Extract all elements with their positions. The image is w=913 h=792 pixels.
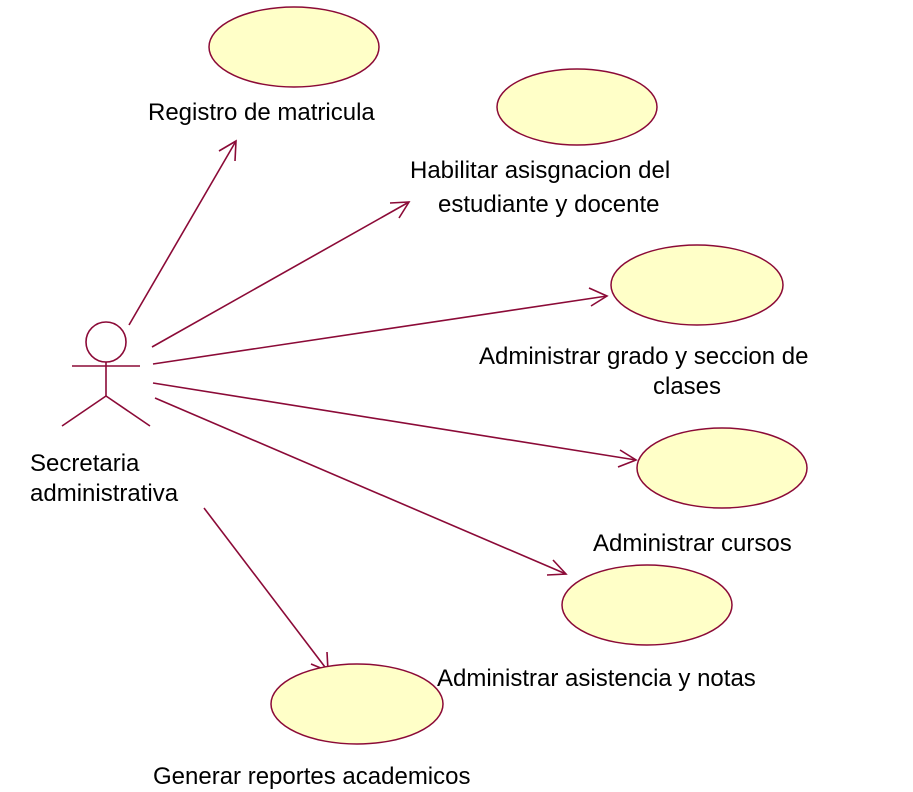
arrow-head-habilitar-asignacion (389, 201, 411, 219)
use-case-administrar-cursos[interactable]: Administrar cursos (593, 427, 808, 557)
use-case-ellipse[interactable] (270, 663, 444, 745)
actor-label-line-2: administrativa (30, 480, 179, 507)
actor-left-leg (61, 395, 107, 427)
actor[interactable]: Secretaria administrativa (30, 321, 179, 507)
association-administrar-cursos (152, 382, 637, 461)
association-generar-reportes (203, 507, 329, 672)
use-case-label: Habilitar asisgnacion del (410, 157, 670, 184)
association-administrar-asistencia (154, 397, 567, 575)
use-case-administrar-asistencia[interactable]: Administrar asistencia y notas (437, 564, 756, 692)
use-case-ellipse[interactable] (208, 6, 380, 88)
arrow-head-administrar-asistencia (546, 559, 568, 576)
use-case-habilitar-asignacion[interactable]: Habilitar asisgnacion del estudiante y d… (410, 68, 670, 218)
actor-right-leg (105, 395, 151, 427)
use-case-label: Administrar asistencia y notas (437, 665, 756, 692)
use-case-label: Administrar cursos (593, 530, 792, 557)
association-registro-matricula (128, 140, 237, 326)
use-case-label: clases (653, 373, 721, 400)
use-case-ellipse[interactable] (561, 564, 733, 646)
use-case-generar-reportes[interactable]: Generar reportes academicos (153, 663, 470, 790)
associations (128, 139, 638, 673)
use-case-label: Administrar grado y seccion de (479, 343, 808, 370)
association-administrar-grado (152, 295, 608, 365)
arrow-head-administrar-cursos (617, 449, 638, 468)
use-case-ellipse[interactable] (636, 427, 808, 509)
actor-head (85, 321, 127, 363)
use-case-ellipse[interactable] (496, 68, 658, 146)
arrow-head-administrar-grado (588, 287, 609, 307)
use-case-label: Registro de matricula (148, 99, 375, 126)
actor-label-line-1: Secretaria (30, 450, 140, 477)
use-case-administrar-grado[interactable]: Administrar grado y seccion de clases (479, 244, 808, 400)
use-case-label: Generar reportes academicos (153, 763, 470, 790)
use-case-registro-matricula[interactable]: Registro de matricula (148, 6, 380, 126)
use-case-ellipse[interactable] (610, 244, 784, 326)
use-case-label: estudiante y docente (438, 191, 660, 218)
association-habilitar-asignacion (151, 201, 410, 348)
arrow-head-registro-matricula (218, 139, 237, 162)
